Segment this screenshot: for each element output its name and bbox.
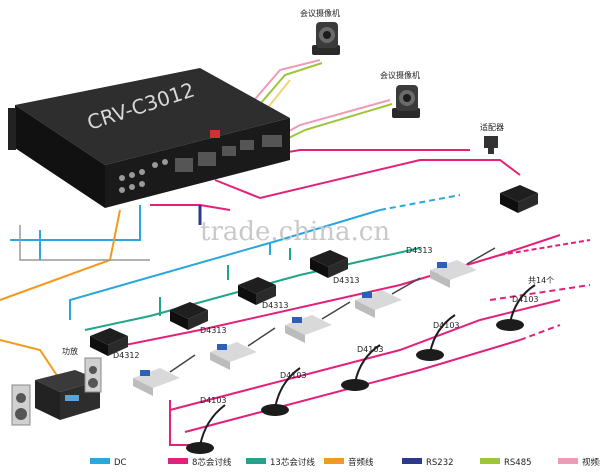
misc-cable <box>19 225 150 261</box>
unit-d4313-d <box>430 247 496 288</box>
dc-cables <box>10 194 461 320</box>
unit-label-3: D4313 <box>262 301 289 310</box>
microphone-units <box>186 284 536 454</box>
legend-swatch-5 <box>480 458 500 464</box>
legend-swatch-1 <box>168 458 188 464</box>
camera-2-label: 会议摄像机 <box>380 70 420 80</box>
legend-swatch-6 <box>558 458 578 464</box>
main-controller: CRV-C3012 <box>8 68 290 208</box>
unit-label-10: D4103 <box>200 396 227 405</box>
mic-unit-2 <box>261 367 301 416</box>
audio-cable <box>0 209 121 381</box>
unit-d4313-b <box>285 301 351 343</box>
splitter-boxes <box>90 185 538 356</box>
legend-swatch-4 <box>402 458 422 464</box>
mic-unit-5 <box>496 284 536 331</box>
legend-label-2: 13芯会讨线 <box>270 457 315 468</box>
unit-label-9: D4103 <box>280 371 307 380</box>
legend-swatch-0 <box>90 458 110 464</box>
legend-swatch-2 <box>246 458 266 464</box>
unit-d4312 <box>133 354 196 396</box>
legend-label-0: DC <box>114 458 127 468</box>
legend-label-3: 音频线 <box>348 457 374 468</box>
adapter-label: 适配器 <box>480 122 504 132</box>
unit-label-7: D4103 <box>433 321 460 330</box>
amplifier-label: 功放 <box>62 346 78 356</box>
conference-cable-13-core <box>84 247 421 331</box>
amplifier-system: 功放 <box>11 346 102 426</box>
legend-label-6: 视频线 <box>582 457 600 468</box>
watermark: trade.china.cn <box>200 217 390 247</box>
unit-count-label: 共14个 <box>528 276 554 285</box>
unit-label-6: D4103 <box>512 295 539 304</box>
power-adapter: 适配器 <box>480 122 504 154</box>
unit-label-8: D4103 <box>357 345 384 354</box>
legend-label-4: RS232 <box>426 458 454 468</box>
unit-label-2: D4313 <box>333 276 360 285</box>
legend-label-5: RS485 <box>504 458 532 468</box>
unit-label-5: D4312 <box>113 351 140 360</box>
unit-label-4: D4313 <box>200 326 227 335</box>
unit-label-1: D4313 <box>406 246 433 255</box>
unit-model-labels: D4313 D4313 D4313 D4313 D4312 D4103 D410… <box>113 246 554 405</box>
legend: DC 8芯会讨线 13芯会讨线 音频线 RS232 RS485 视频线 <box>90 457 600 468</box>
screen-units <box>133 247 496 396</box>
unit-d4313-c <box>355 277 421 318</box>
camera-1: 会议摄像机 <box>300 8 340 55</box>
camera-1-label: 会议摄像机 <box>300 8 340 18</box>
legend-swatch-3 <box>324 458 344 464</box>
mic-unit-1 <box>186 404 226 454</box>
mic-unit-3 <box>341 344 381 391</box>
unit-d4313-a <box>210 327 276 370</box>
legend-label-1: 8芯会讨线 <box>192 457 232 468</box>
mic-unit-4 <box>416 314 456 361</box>
camera-2: 会议摄像机 <box>380 70 420 118</box>
